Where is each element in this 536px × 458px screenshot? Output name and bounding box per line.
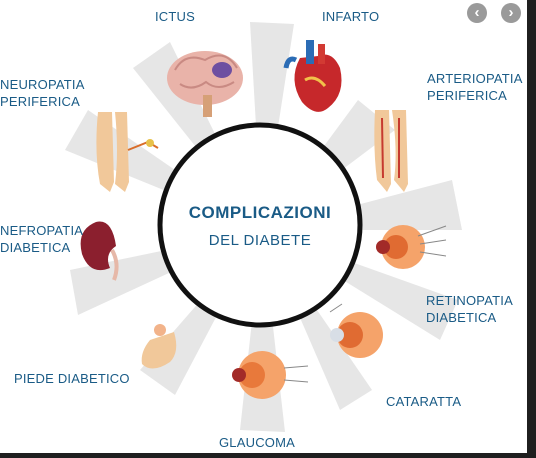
foot-icon (141, 324, 177, 369)
label-piede: PIEDE DIABETICO (14, 371, 130, 386)
viewer-edge-right (527, 0, 536, 458)
brain-icon (167, 51, 243, 117)
chevron-left-icon: ‹ (474, 4, 480, 21)
center-subtitle: DEL DIABETE (208, 232, 312, 249)
diagram-graphic (65, 22, 462, 432)
label-neuropatia: NEUROPATIA PERIFERICA (0, 77, 85, 109)
chevron-right-icon: › (508, 4, 514, 21)
label-glaucoma: GLAUCOMA (219, 435, 296, 450)
image-frame: ICTUS INFARTO ARTERIOPATIA PERIFERICA NE… (0, 0, 527, 453)
legs-nerves-icon (96, 112, 159, 192)
label-cataratta: CATARATTA (386, 394, 462, 409)
eye-glaucoma-icon (232, 351, 309, 399)
label-nefropatia: NEFROPATIA DIABETICA (0, 223, 84, 255)
prev-image-button[interactable]: ‹ (467, 3, 487, 23)
kidney-icon (80, 221, 119, 281)
label-infarto: INFARTO (322, 9, 380, 24)
heart-icon (283, 40, 342, 112)
viewer-edge-bottom (0, 453, 536, 458)
center-title: COMPLICAZIONI (188, 203, 332, 222)
next-image-button[interactable]: › (501, 3, 521, 23)
label-arteriopatia: ARTERIOPATIA PERIFERICA (427, 71, 523, 103)
legs-arteries-icon (374, 110, 408, 192)
label-retinopatia: RETINOPATIA DIABETICA (426, 293, 513, 325)
label-ictus: ICTUS (155, 9, 195, 24)
eye-cataract-icon (329, 303, 383, 358)
eye-retina-icon (376, 225, 447, 269)
center-circle (157, 122, 363, 328)
